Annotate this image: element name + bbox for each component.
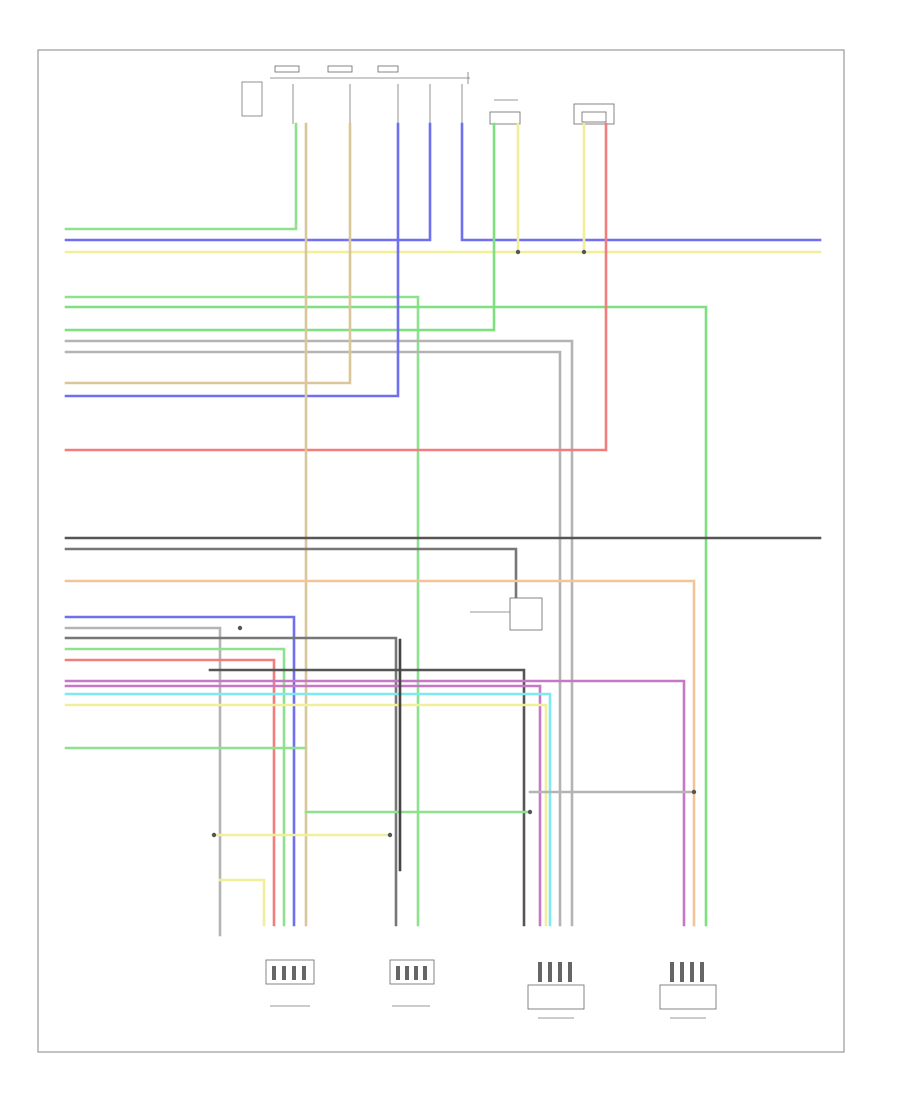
wire-blue-3 [64, 615, 296, 927]
wire-gray-4 [64, 626, 222, 937]
wire-gray-1 [64, 339, 574, 927]
wire-gray-2 [64, 350, 562, 927]
splice-points [211, 249, 697, 838]
speaker-connector-3 [527, 962, 585, 1010]
wire-gray-3 [64, 547, 518, 602]
wire-red-2 [64, 658, 276, 927]
wire-purple-1 [64, 679, 686, 927]
diagram-frame [37, 49, 845, 1053]
wire-yellow-3 [212, 833, 392, 927]
wire-yellow-2 [64, 703, 548, 927]
wire-green-2 [64, 305, 708, 927]
speaker-connector-4 [659, 962, 717, 1010]
fuse-block-area [241, 65, 470, 124]
wire-harness [64, 122, 822, 937]
speaker-connector-2 [389, 959, 435, 985]
wire-red-1 [64, 122, 608, 452]
wire-gray-5 [64, 636, 398, 927]
wire-green-3 [64, 122, 496, 332]
wire-purple-2 [64, 684, 542, 927]
wire-green-1 [64, 295, 420, 927]
wire-green-top [64, 122, 298, 231]
module-connector-top-right [573, 103, 615, 125]
wire-blue-2 [64, 122, 400, 398]
wire-orange [64, 579, 696, 927]
wire-cyan [64, 692, 552, 927]
connector-captions [270, 1005, 706, 1019]
sensor-connector-top [489, 99, 521, 125]
speaker-connector-1 [265, 959, 315, 985]
wire-blue-bus [64, 122, 822, 242]
wire-green-4 [64, 647, 286, 927]
wire-yellow-bus [64, 122, 822, 254]
wire-black-2 [208, 668, 526, 927]
wire-tan [64, 122, 352, 385]
relay-module [470, 597, 543, 631]
